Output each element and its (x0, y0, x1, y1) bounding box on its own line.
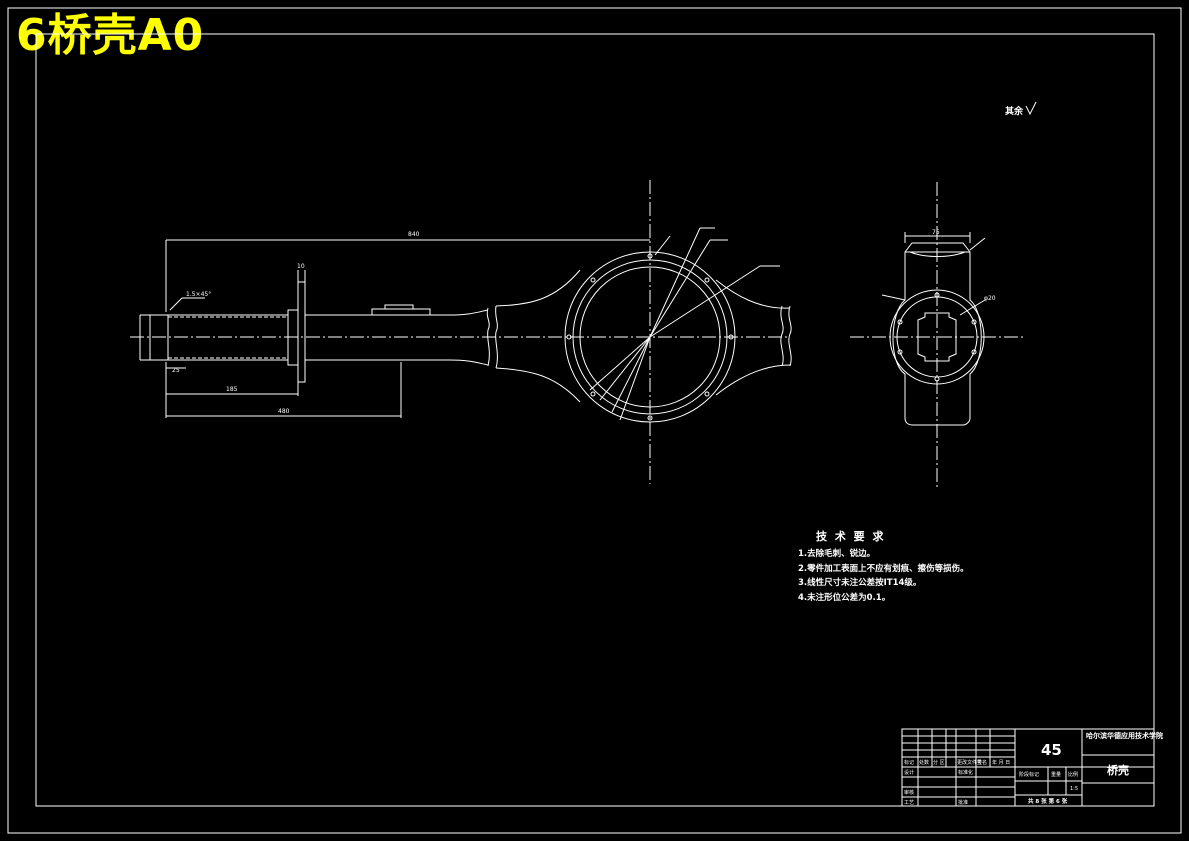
tb-label-change: 更改文件号 (957, 759, 982, 766)
main-view-dimension-text: 840 185 480 10 1.5×45° 25 (172, 231, 420, 415)
tech-req-item-2: 2.零件加工表面上不应有划痕、擦伤等损伤。 (798, 563, 969, 574)
tb-label-date: 年 月 日 (992, 759, 1010, 766)
tb-scale: 1:5 (1070, 786, 1078, 792)
tb-label-mark: 标记 (904, 759, 914, 766)
tb-label-design: 设计 (904, 769, 914, 776)
title-block (901, 728, 1155, 807)
inner-border (35, 33, 1155, 807)
tech-req-heading: 技 术 要 求 (816, 529, 886, 543)
title-block-text: 45 哈尔滨华德应用技术学院 桥壳 1:5 共 8 张 第 6 张 标记 处数 … (904, 731, 1163, 806)
dim-flange-width: 10 (297, 263, 305, 270)
tb-school: 哈尔滨华德应用技术学院 (1086, 731, 1163, 740)
tech-requirements: 技 术 要 求 1.去除毛刺、锐边。 2.零件加工表面上不应有划痕、擦伤等损伤。… (798, 529, 969, 603)
roughness-symbol (1025, 101, 1037, 116)
dim-chamfer: 1.5×45° (186, 291, 211, 298)
side-view (850, 182, 1025, 490)
tb-label-process: 工艺 (904, 800, 914, 806)
tb-label-zone: 分 区 (933, 759, 945, 766)
tb-label-sign: 签名 (977, 759, 987, 766)
outer-border (7, 7, 1182, 834)
dim-overall-top: 840 (408, 231, 420, 238)
tb-label-std: 标准化 (958, 769, 973, 776)
tb-part-name: 桥壳 (1107, 763, 1129, 777)
tech-req-item-1: 1.去除毛刺、锐边。 (798, 548, 875, 559)
dim-bottom-inner: 185 (226, 386, 238, 393)
dim-bottom-outer: 480 (278, 408, 290, 415)
drawing-title: 6桥壳A0 (16, 10, 205, 61)
dim-side-diameter: φ20 (984, 295, 996, 302)
tb-material: 45 (1041, 741, 1062, 759)
tb-label-approve: 批准 (958, 799, 968, 806)
tb-sheet-info: 共 8 张 第 6 张 (1028, 797, 1068, 805)
main-view (130, 180, 792, 484)
tech-req-item-4: 4.未注形位公差为0.1。 (798, 592, 890, 603)
dim-small-left: 25 (172, 367, 180, 374)
tb-label-review: 审核 (904, 789, 914, 796)
tb-label-scale: 比例 (1068, 771, 1078, 778)
tb-label-stage: 阶段标记 (1019, 771, 1039, 778)
tech-req-item-3: 3.线性尺寸未注公差按IT14级。 (798, 577, 921, 588)
tb-label-count: 处数 (919, 759, 929, 766)
roughness-note: 其余 (1005, 105, 1024, 117)
dim-side-top: 75 (932, 229, 940, 236)
tb-label-weight: 重量 (1051, 771, 1061, 778)
